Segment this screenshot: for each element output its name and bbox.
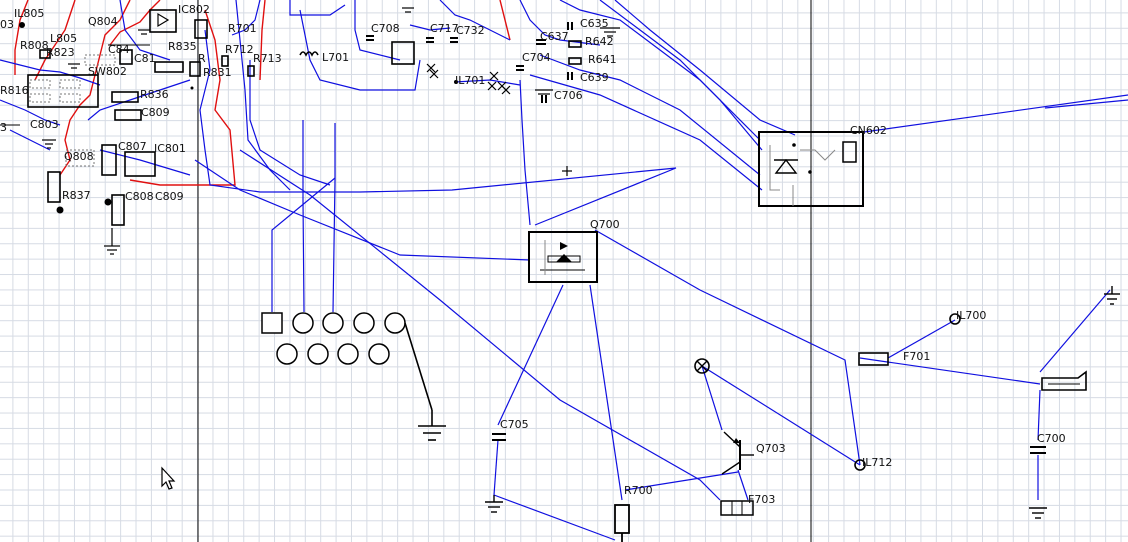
label-r642: R642 bbox=[585, 35, 614, 48]
label-c708: C708 bbox=[371, 22, 400, 35]
label-r641: R641 bbox=[588, 53, 617, 66]
label-c807: C807 bbox=[118, 140, 147, 153]
label-c635: C635 bbox=[580, 17, 609, 30]
label-c809b: C809 bbox=[155, 190, 184, 203]
test-point-il712[interactable] bbox=[854, 459, 866, 471]
label-il712: IL712 bbox=[862, 456, 892, 469]
label-n3: 3 bbox=[0, 121, 7, 134]
label-f701: F701 bbox=[903, 350, 930, 363]
blue-nets-top bbox=[0, 0, 1128, 313]
label-r836: R836 bbox=[140, 88, 169, 101]
resistor-r700[interactable] bbox=[614, 504, 630, 542]
component-cluster-top-middle[interactable] bbox=[299, 7, 620, 103]
component-cluster-top-left[interactable] bbox=[0, 9, 255, 255]
label-r8: R bbox=[198, 52, 206, 65]
crosshair-icon bbox=[562, 166, 572, 176]
label-il701: IL701 bbox=[455, 74, 485, 87]
capacitor-c700[interactable] bbox=[1029, 446, 1047, 519]
label-c706: C706 bbox=[554, 89, 583, 102]
transistor-q703[interactable] bbox=[721, 431, 754, 475]
label-r837: R837 bbox=[62, 189, 91, 202]
label-q703: Q703 bbox=[756, 442, 786, 455]
label-c732: C732 bbox=[456, 24, 485, 37]
fuse-f701[interactable] bbox=[858, 352, 889, 366]
label-r713: R713 bbox=[253, 52, 282, 65]
label-il805: IL805 bbox=[14, 7, 44, 20]
label-c81: C81 bbox=[134, 52, 156, 65]
label-c717: C717 bbox=[430, 22, 459, 35]
label-r823: R823 bbox=[46, 46, 75, 59]
label-d03: 03 bbox=[0, 18, 14, 31]
label-r808: R808 bbox=[20, 39, 49, 52]
label-c637: C637 bbox=[540, 30, 569, 43]
fuse-f703[interactable] bbox=[720, 500, 754, 516]
label-r816: R816 bbox=[0, 84, 29, 97]
blue-nets-bottom bbox=[194, 149, 1111, 541]
label-sw802: SW802 bbox=[88, 65, 127, 78]
label-c705: C705 bbox=[500, 418, 529, 431]
connector-cn602[interactable] bbox=[758, 131, 864, 207]
label-c639: C639 bbox=[580, 71, 609, 84]
label-ic802: IC802 bbox=[178, 3, 210, 16]
label-f703: F703 bbox=[748, 493, 775, 506]
label-c84: C84 bbox=[108, 43, 130, 56]
label-r712: R712 bbox=[225, 43, 254, 56]
label-r831: R831 bbox=[203, 66, 232, 79]
red-nets bbox=[14, 0, 511, 186]
label-r835: R835 bbox=[168, 40, 197, 53]
label-l805: L805 bbox=[50, 32, 77, 45]
power-plug[interactable] bbox=[1041, 370, 1087, 391]
ic-q700[interactable] bbox=[528, 231, 598, 283]
label-r701: R701 bbox=[228, 22, 257, 35]
label-q804: Q804 bbox=[88, 15, 118, 28]
label-il700: IL700 bbox=[956, 309, 986, 322]
label-q808: Q808 bbox=[64, 150, 94, 163]
capacitor-c705[interactable] bbox=[485, 433, 506, 513]
label-c803: C803 bbox=[30, 118, 59, 131]
label-c700: C700 bbox=[1037, 432, 1066, 445]
label-c809: C809 bbox=[141, 106, 170, 119]
label-cn602: CN602 bbox=[850, 124, 887, 137]
lamp-indicator[interactable] bbox=[694, 358, 710, 374]
ground-right-top bbox=[1104, 286, 1120, 305]
label-q700: Q700 bbox=[590, 218, 620, 231]
label-r700: R700 bbox=[624, 484, 653, 497]
label-l701: L701 bbox=[322, 51, 349, 64]
label-c704: C704 bbox=[522, 51, 551, 64]
pad-array[interactable] bbox=[261, 312, 446, 441]
mouse-pointer-icon bbox=[161, 466, 176, 490]
test-point-il700[interactable] bbox=[949, 313, 961, 325]
component-labels: IL805 Q804 IC802 R701 C708 C717 C732 C63… bbox=[0, 3, 1066, 506]
label-ic801: IC801 bbox=[154, 142, 186, 155]
label-c808: C808 bbox=[125, 190, 154, 203]
